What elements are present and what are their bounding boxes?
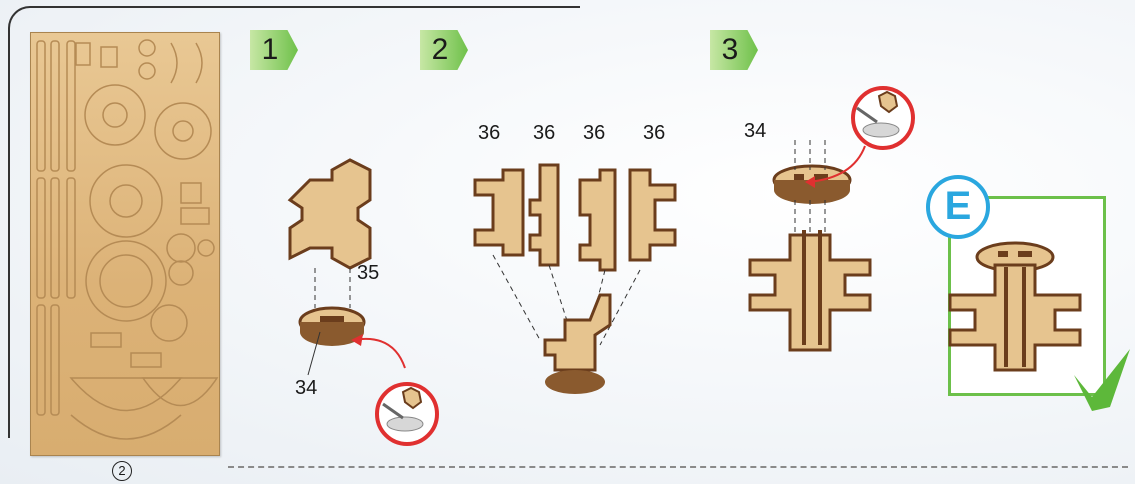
step-1-part-top-label: 35 [357,262,380,284]
step-2-illustration [473,163,677,394]
section-divider [228,466,1128,468]
step-2-part-a-label: 36 [478,122,501,144]
step-1-arrow-shape: 1 [250,30,298,70]
step-2-badge: 2 [420,30,468,70]
step-1-part-base-label: 34 [295,377,318,399]
result-badge: E [926,175,990,239]
step-2-part-d-label: 36 [643,122,666,144]
glue-icon-step-3 [805,86,915,188]
step-3-badge: 3 [710,30,758,70]
step-2-part-b-label: 36 [533,122,556,144]
step-1-illustration [287,158,372,376]
sheet-number: 2 [112,461,132,481]
step-3-arrow-shape: 3 [710,30,758,70]
step-2-arrow-shape: 2 [420,30,468,70]
assembled-part-illustration [948,241,1082,372]
check-icon [1074,349,1130,411]
step-1-badge: 1 [250,30,298,70]
step-3-part-base-label: 34 [744,120,767,142]
sheet-frame [8,6,580,438]
glue-icon [351,334,439,446]
parts-sheet [30,32,220,456]
step-3-illustration [748,140,872,352]
step-2-part-c-label: 36 [583,122,606,144]
step-3-number: 3 [721,33,739,66]
step-2-number: 2 [431,33,449,66]
step-1-number: 1 [261,33,279,66]
parts-sheet-drawing [36,39,219,440]
